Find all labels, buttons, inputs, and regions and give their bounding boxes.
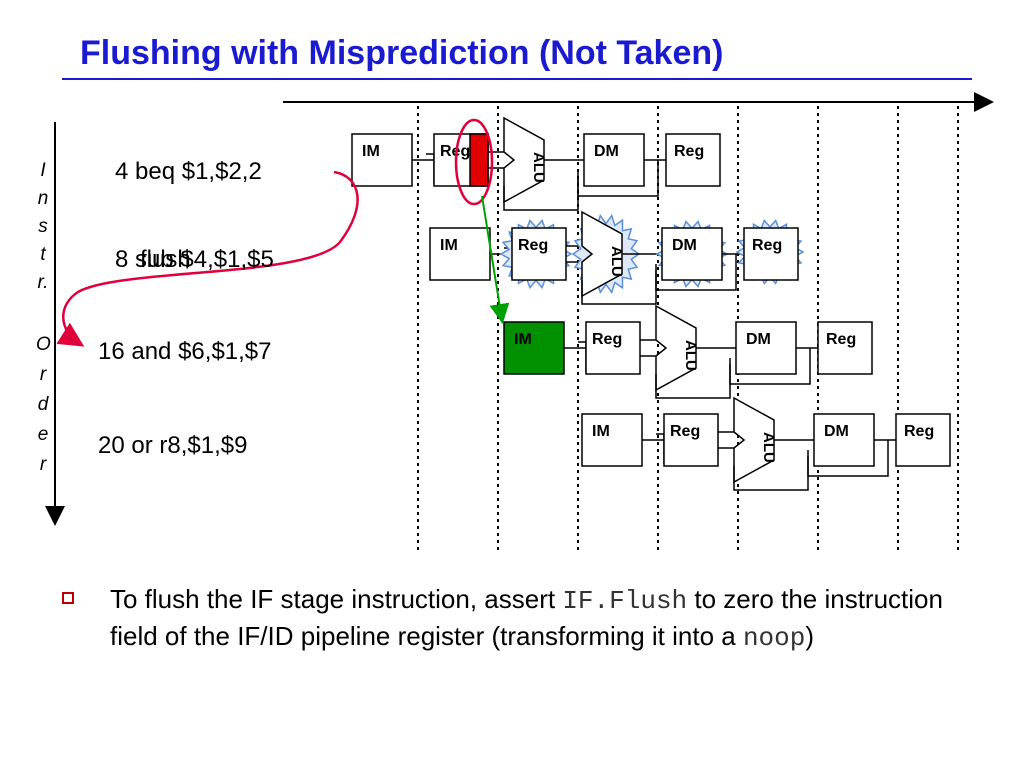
instruction-4: 20 or r8,$1,$9 (98, 432, 248, 459)
reg-label: Reg (518, 237, 548, 254)
noop-code: noop (742, 623, 806, 653)
reg-wb-stage (895, 413, 951, 467)
alu-label: ALU (608, 246, 625, 277)
reg-wb-label: Reg (674, 143, 704, 160)
reg-stage (585, 321, 641, 375)
order-letter: e (37, 424, 49, 445)
im-label: IM (592, 423, 610, 440)
im-stage (429, 227, 491, 281)
dm-label: DM (672, 237, 697, 254)
im-label: IM (514, 331, 532, 348)
order-letter: O (36, 334, 51, 355)
bullet-text: To flush the IF stage instruction, asser… (110, 584, 943, 653)
branch-resolve-highlight (454, 118, 494, 206)
alu-stage (581, 210, 623, 298)
dm-label: DM (746, 331, 771, 348)
alu-stage (655, 304, 697, 392)
dm-stage (735, 321, 797, 375)
im-label: IM (362, 143, 380, 160)
alu-label: ALU (530, 152, 547, 183)
order-letter: r (39, 364, 47, 385)
order-letter: d (37, 394, 49, 415)
dm-stage (583, 133, 645, 187)
instruction-2-flush-overlay: flush (140, 246, 191, 273)
reg-stage (511, 227, 567, 281)
instruction-2: 8 sub $4,$1,$5 (115, 246, 274, 273)
alu-label: ALU (682, 340, 699, 371)
branch-target-arrow (56, 170, 359, 347)
reg-stage (663, 413, 719, 467)
dm-stage (813, 413, 875, 467)
reg-label: Reg (670, 423, 700, 440)
order-letter: s (38, 216, 48, 237)
im-stage (503, 321, 565, 375)
order-letter: I (40, 160, 46, 181)
dm-label: DM (824, 423, 849, 440)
flush-signal-arrow (481, 195, 510, 324)
alu-stage (503, 116, 545, 204)
im-label: IM (440, 237, 458, 254)
order-letter: r (39, 454, 47, 475)
page-title: Flushing with Misprediction (Not Taken) (62, 30, 972, 80)
reg-wb-label: Reg (752, 237, 782, 254)
reg-write-half (469, 133, 489, 187)
reg-label: Reg (592, 331, 622, 348)
dm-stage (661, 227, 723, 281)
alu-stage (733, 396, 775, 484)
alu-label: ALU (760, 432, 777, 463)
order-letter: n (37, 188, 49, 209)
reg-wb-stage (817, 321, 873, 375)
reg-wb-stage (665, 133, 721, 187)
im-stage (581, 413, 643, 467)
reg-wb-label: Reg (904, 423, 934, 440)
im-stage (351, 133, 413, 187)
dm-label: DM (594, 143, 619, 160)
reg-label: Reg (440, 143, 470, 160)
bullet-square-icon (62, 592, 74, 604)
reg-wb-label: Reg (826, 331, 856, 348)
instruction-1: 4 beq $1,$2,2 (115, 158, 262, 185)
order-letter: r. (37, 272, 49, 293)
reg-wb-stage (743, 227, 799, 281)
if-flush-code: IF.Flush (562, 586, 688, 616)
order-letter: t (40, 244, 46, 265)
instruction-3: 16 and $6,$1,$7 (98, 338, 272, 365)
